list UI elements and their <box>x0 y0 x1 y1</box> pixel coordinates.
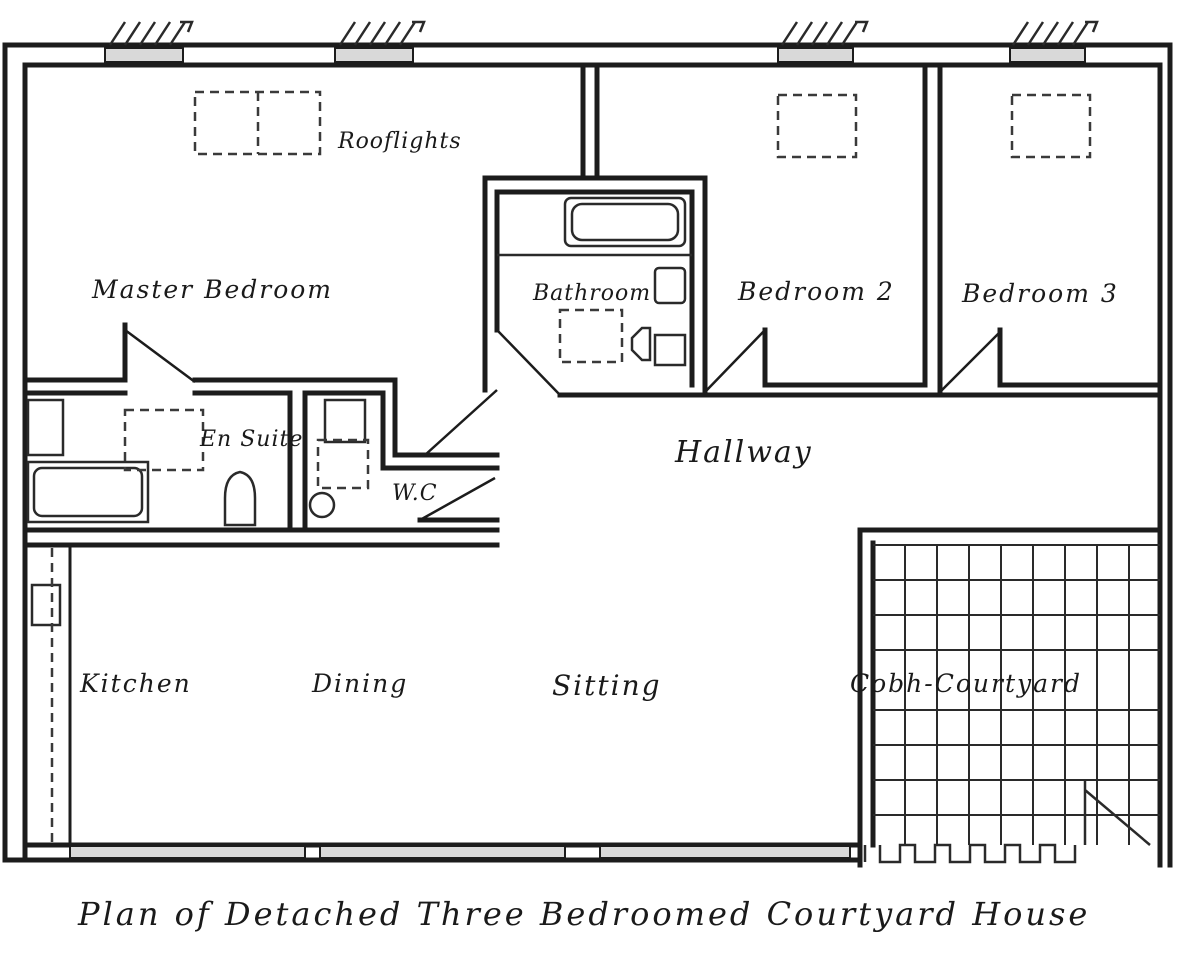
label-hallway: Hallway <box>674 435 813 470</box>
exterior-walls <box>2 42 1173 868</box>
room-labels: Master Bedroom Rooflights Bathroom Bedro… <box>79 129 1119 702</box>
rooflights <box>193 90 1092 159</box>
bathroom-fixtures <box>497 196 692 367</box>
label-master-bedroom: Master Bedroom <box>91 275 333 304</box>
label-courtyard: Cobh-Courtyard <box>850 669 1082 698</box>
label-kitchen: Kitchen <box>79 669 192 698</box>
wc-fixtures <box>308 398 370 519</box>
door-swings <box>124 328 1001 522</box>
label-sitting: Sitting <box>552 669 662 702</box>
label-bedroom-2: Bedroom 2 <box>737 277 895 306</box>
label-bathroom: Bathroom <box>532 281 651 306</box>
label-en-suite: En Suite <box>199 427 303 452</box>
kitchen-counter <box>30 545 72 845</box>
courtyard <box>857 527 1163 868</box>
south-glazing <box>69 845 851 859</box>
label-dining: Dining <box>311 669 408 698</box>
label-wc: W.C <box>392 481 438 506</box>
ensuite-fixtures <box>26 398 257 527</box>
north-windows <box>104 20 1099 63</box>
label-bedroom-3: Bedroom 3 <box>961 279 1119 308</box>
interior-walls <box>22 62 1163 548</box>
plan-caption: Plan of Detached Three Bedroomed Courtya… <box>77 895 1090 933</box>
label-rooflights: Rooflights <box>337 129 462 154</box>
